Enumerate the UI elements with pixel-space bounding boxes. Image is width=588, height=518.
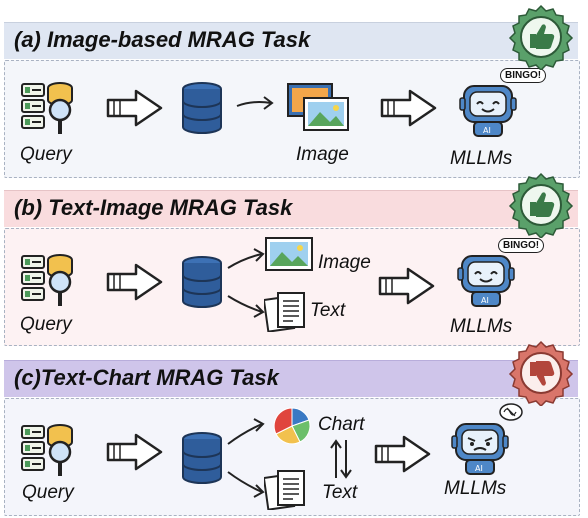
big-arrow-icon xyxy=(374,435,431,473)
database-icon xyxy=(182,82,222,134)
database-icon xyxy=(182,432,222,484)
robot-happy-icon: AI xyxy=(457,255,515,307)
bingo-bubble: BINGO! xyxy=(498,238,545,253)
mllm-label: MLLMs xyxy=(444,478,507,499)
panel-a-title: (a) Image-based MRAG Task xyxy=(14,27,311,52)
text-label: Text xyxy=(322,482,358,503)
split-arrows-icon xyxy=(227,418,265,498)
big-arrow-icon xyxy=(106,89,163,127)
image-label: Image xyxy=(296,144,349,165)
pie-chart-icon xyxy=(273,407,311,445)
database-icon xyxy=(182,256,222,308)
swap-arrows-icon xyxy=(330,439,352,479)
thumbs-down-badge-icon xyxy=(508,340,574,406)
image-icon xyxy=(265,237,313,271)
image-icon xyxy=(287,83,349,131)
panel-b-header: (b) Text-Image MRAG Task xyxy=(4,190,578,227)
split-arrows-icon xyxy=(227,248,265,318)
query-label: Query xyxy=(20,144,72,165)
mllm-label: MLLMs xyxy=(450,316,513,337)
document-icon xyxy=(264,470,305,510)
scribble-bubble-icon xyxy=(499,403,523,421)
query-icon xyxy=(21,424,73,476)
query-label: Query xyxy=(20,314,72,335)
text-label: Text xyxy=(310,300,346,321)
thumbs-up-badge-icon xyxy=(508,172,574,238)
big-arrow-icon xyxy=(378,267,435,305)
panel-c-header: (c)Text-Chart MRAG Task xyxy=(4,360,578,397)
thumbs-up-badge-icon xyxy=(508,4,574,70)
document-icon xyxy=(264,292,305,332)
arrow-icon xyxy=(236,96,274,110)
query-label: Query xyxy=(22,482,74,503)
bingo-bubble: BINGO! xyxy=(500,68,547,83)
big-arrow-icon xyxy=(380,89,437,127)
robot-confused-icon: AI xyxy=(451,423,509,475)
robot-happy-icon: AI xyxy=(459,85,517,137)
big-arrow-icon xyxy=(106,433,163,471)
query-icon xyxy=(21,254,73,306)
query-icon xyxy=(21,82,73,134)
svg-text:AI: AI xyxy=(483,126,491,135)
image-label: Image xyxy=(318,252,371,273)
panel-b-title: (b) Text-Image MRAG Task xyxy=(14,195,293,220)
svg-text:AI: AI xyxy=(481,296,489,305)
panel-c-title: (c)Text-Chart MRAG Task xyxy=(14,365,279,390)
big-arrow-icon xyxy=(106,263,163,301)
svg-text:AI: AI xyxy=(475,464,483,473)
mllm-label: MLLMs xyxy=(450,148,513,169)
chart-label: Chart xyxy=(318,414,365,435)
panel-a-header: (a) Image-based MRAG Task xyxy=(4,22,578,59)
